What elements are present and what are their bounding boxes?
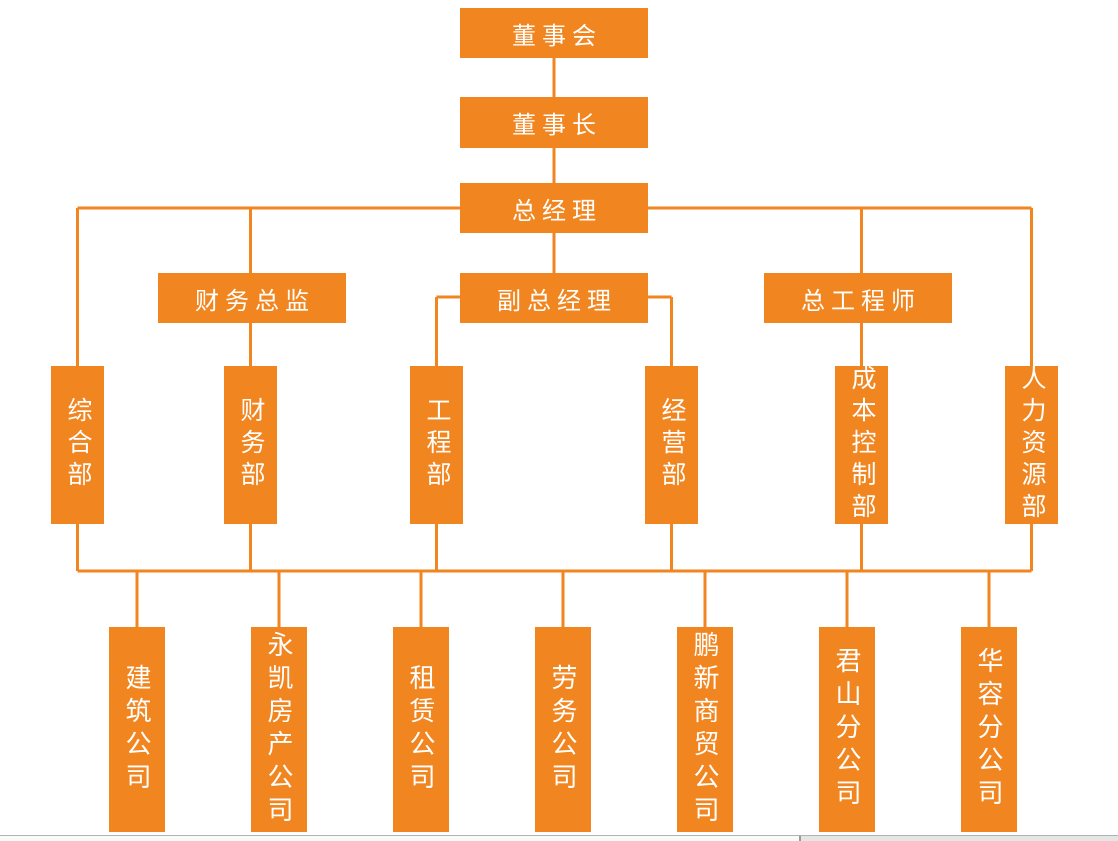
org-node-label: 董事长 <box>512 112 602 139</box>
org-node-label: 经营部 <box>658 397 686 493</box>
scrollbar-divider <box>799 836 801 841</box>
org-node-chairman: 董事长 <box>460 97 648 148</box>
bottom-scrollbar[interactable] <box>0 835 1118 841</box>
org-node-junshan-branch-company: 君山分公司 <box>819 627 875 832</box>
scrollbar-track-segment <box>801 836 1118 841</box>
org-node-label: 永凯房产公司 <box>264 630 294 829</box>
org-node-label: 董事会 <box>512 22 602 50</box>
org-node-cost-control-department: 成本控制部 <box>835 365 888 525</box>
org-node-construction-company: 建筑公司 <box>109 627 165 832</box>
org-node-yongkai-real-estate-company: 永凯房产公司 <box>251 627 307 832</box>
org-node-deputy-general-manager: 副总经理 <box>460 273 648 323</box>
org-node-label: 财务总监 <box>195 287 315 315</box>
org-node-finance-director: 财务总监 <box>158 273 346 323</box>
org-node-general-department: 综合部 <box>51 366 104 524</box>
org-node-leasing-company: 租赁公司 <box>393 627 449 832</box>
org-node-label: 人力资源部 <box>1018 365 1046 525</box>
org-node-general-manager: 总经理 <box>460 183 648 233</box>
org-node-label: 劳务公司 <box>548 663 578 796</box>
org-node-label: 总工程师 <box>801 287 921 315</box>
org-node-human-resources-department: 人力资源部 <box>1005 365 1058 525</box>
org-node-label: 鹏新商贸公司 <box>690 630 720 829</box>
org-node-huarong-branch-company: 华容分公司 <box>961 627 1017 832</box>
org-node-label: 租赁公司 <box>406 663 436 796</box>
scrollbar-track-segment <box>0 836 799 841</box>
org-node-label: 综合部 <box>64 397 92 493</box>
org-node-finance-department: 财务部 <box>224 366 277 524</box>
org-node-board-of-directors: 董事会 <box>460 8 648 58</box>
org-node-pengxin-trading-company: 鹏新商贸公司 <box>677 627 733 832</box>
org-node-label: 建筑公司 <box>122 663 152 796</box>
org-node-label: 华容分公司 <box>974 647 1004 812</box>
org-node-label: 财务部 <box>237 397 265 493</box>
org-node-label: 成本控制部 <box>848 365 876 525</box>
org-node-label: 君山分公司 <box>832 647 862 812</box>
org-node-label: 总经理 <box>512 197 602 225</box>
org-node-chief-engineer: 总工程师 <box>764 273 952 323</box>
org-node-label: 副总经理 <box>497 287 617 315</box>
org-node-operations-department: 经营部 <box>645 366 698 524</box>
org-node-labor-services-company: 劳务公司 <box>535 627 591 832</box>
org-node-engineering-department: 工程部 <box>410 366 463 524</box>
org-node-label: 工程部 <box>423 397 451 493</box>
